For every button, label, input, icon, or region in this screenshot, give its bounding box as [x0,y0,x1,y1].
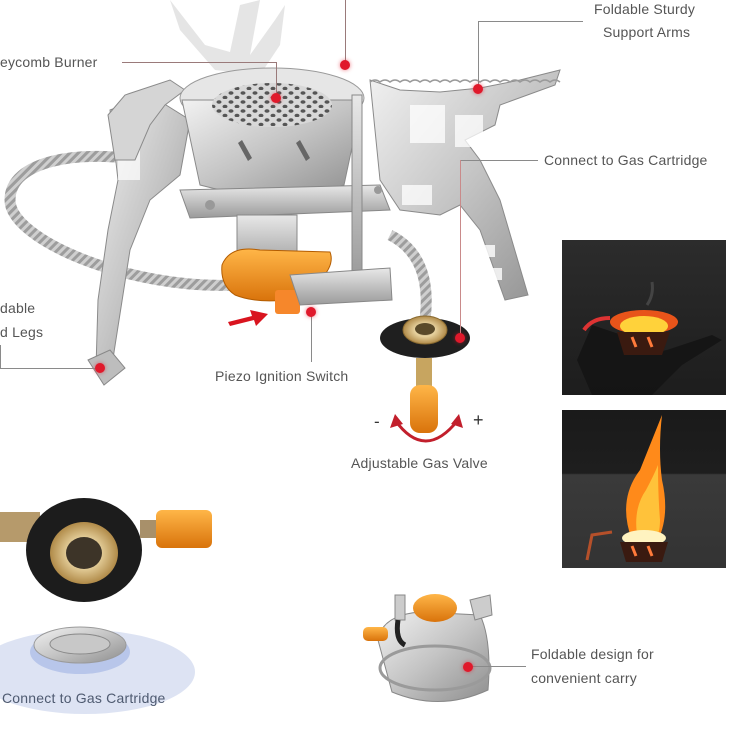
callout-dot-piezo [306,307,316,317]
tall-flame-photo [562,410,726,568]
burner-glow-photo [562,240,726,395]
label-support-arms-2: Support Arms [603,24,691,40]
label-connect-gas-bottom: Connect to Gas Cartridge [2,690,166,706]
callout-dot-arms [473,84,483,94]
callout-line-honeycomb-v [276,62,277,98]
callout-line-connect [460,160,538,161]
callout-dot-connect [455,333,465,343]
label-valve-plus: + [473,410,484,430]
callout-dot-legs [95,363,105,373]
callout-line-top [345,0,346,62]
label-honeycomb-burner: eycomb Burner [0,54,98,70]
callout-line-legs-v [0,345,1,369]
label-legs-1: dable [0,300,36,316]
label-foldable-2: convenient carry [531,670,637,686]
callout-line-connect-v [460,160,461,338]
callout-line-foldable [470,666,526,667]
callout-dot-top [340,60,350,70]
label-support-arms-1: Foldable Sturdy [594,1,696,17]
label-foldable-1: Foldable design for [531,646,654,662]
callout-line-honeycomb [122,62,276,63]
callout-line-arms-v [478,21,479,87]
label-piezo: Piezo Ignition Switch [215,368,349,384]
callout-line-legs [0,368,100,369]
callout-line-arms [478,21,583,22]
callout-line-piezo [311,312,312,362]
label-connect-gas-top: Connect to Gas Cartridge [544,152,708,168]
callout-dot-foldable [463,662,473,672]
callout-dot-honeycomb [271,93,281,103]
label-valve-minus: - [374,412,380,431]
label-legs-2: d Legs [0,324,44,340]
label-gas-valve: Adjustable Gas Valve [351,455,488,471]
